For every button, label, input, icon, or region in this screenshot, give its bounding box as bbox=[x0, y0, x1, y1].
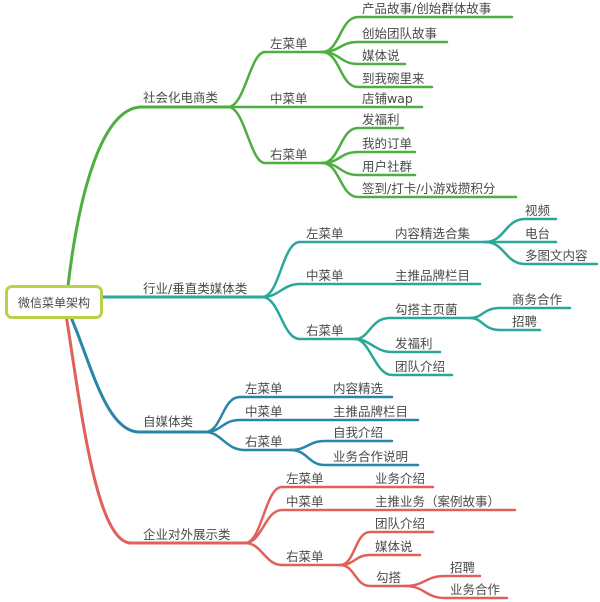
menu-right[interactable]: 右菜单 bbox=[245, 434, 283, 449]
menu-left[interactable]: 左菜单 bbox=[270, 36, 308, 51]
leaf-item[interactable]: 媒体说 bbox=[362, 48, 400, 63]
leaf-item[interactable]: 内容精选合集 bbox=[395, 226, 471, 241]
leaf-item[interactable]: 业务介绍 bbox=[375, 471, 426, 486]
leaf-item[interactable]: 招聘 bbox=[512, 314, 538, 329]
menu-right[interactable]: 右菜单 bbox=[286, 549, 324, 564]
menu-left[interactable]: 左菜单 bbox=[306, 226, 344, 241]
menu-center[interactable]: 中菜单 bbox=[245, 404, 283, 419]
leaf-item[interactable]: 媒体说 bbox=[375, 539, 413, 554]
branch-social-ecommerce[interactable]: 社会化电商类 bbox=[143, 90, 219, 105]
leaf-item[interactable]: 我的订单 bbox=[362, 136, 413, 151]
leaf-item[interactable]: 到我碗里来 bbox=[362, 71, 425, 86]
leaf-item[interactable]: 创始团队故事 bbox=[362, 26, 438, 41]
leaf-item[interactable]: 多图文内容 bbox=[525, 248, 588, 263]
leaf-item[interactable]: 电台 bbox=[525, 226, 551, 241]
leaf-item[interactable]: 自我介绍 bbox=[333, 425, 384, 440]
leaf-item[interactable]: 商务合作 bbox=[512, 292, 563, 307]
leaf-item[interactable]: 勾搭主页菌 bbox=[395, 302, 458, 317]
leaf-item[interactable]: 产品故事/创始群体故事 bbox=[362, 1, 492, 16]
leaf-item[interactable]: 勾搭 bbox=[376, 570, 402, 585]
leaf-item[interactable]: 签到/打卡/小游戏攒积分 bbox=[362, 181, 496, 196]
menu-left[interactable]: 左菜单 bbox=[286, 471, 324, 486]
root-node[interactable]: 微信菜单架构 bbox=[5, 285, 103, 319]
menu-center[interactable]: 中菜单 bbox=[270, 91, 308, 106]
leaf-item[interactable]: 用户社群 bbox=[362, 159, 413, 174]
branch-industry-media[interactable]: 行业/垂直类媒体类 bbox=[143, 281, 248, 296]
leaf-item[interactable]: 招聘 bbox=[450, 560, 476, 575]
leaf-item[interactable]: 团队介绍 bbox=[375, 516, 426, 531]
leaf-item[interactable]: 内容精选 bbox=[333, 381, 384, 396]
leaf-item[interactable]: 发福利 bbox=[362, 112, 400, 127]
leaf-item[interactable]: 发福利 bbox=[395, 336, 433, 351]
leaf-item[interactable]: 主推品牌栏目 bbox=[395, 268, 471, 283]
branch-enterprise[interactable]: 企业对外展示类 bbox=[143, 527, 231, 542]
menu-left[interactable]: 左菜单 bbox=[245, 381, 283, 396]
root-label: 微信菜单架构 bbox=[17, 295, 90, 310]
menu-center[interactable]: 中菜单 bbox=[306, 268, 344, 283]
leaf-item[interactable]: 业务合作说明 bbox=[333, 449, 409, 464]
menu-right[interactable]: 右菜单 bbox=[270, 147, 308, 162]
menu-center[interactable]: 中菜单 bbox=[286, 494, 324, 509]
leaf-item[interactable]: 主推业务（案例故事） bbox=[375, 494, 501, 509]
branch-self-media[interactable]: 自媒体类 bbox=[143, 414, 194, 429]
leaf-item[interactable]: 团队介绍 bbox=[395, 359, 446, 374]
leaf-item[interactable]: 主推品牌栏目 bbox=[333, 404, 409, 419]
leaf-item[interactable]: 业务合作 bbox=[450, 582, 501, 597]
menu-right[interactable]: 右菜单 bbox=[306, 323, 344, 338]
leaf-item[interactable]: 视频 bbox=[525, 203, 551, 218]
leaf-item[interactable]: 店铺wap bbox=[362, 91, 413, 106]
